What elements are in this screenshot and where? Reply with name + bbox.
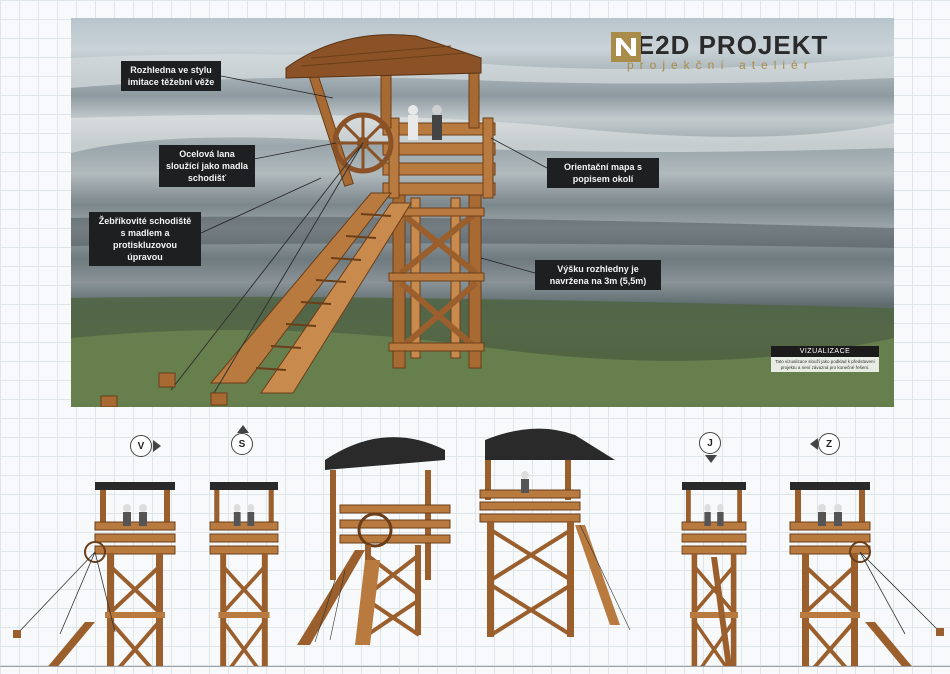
callout-orientation-map: Orientační mapa s popisem okolí [547,158,659,188]
elevation-perspective-1 [297,437,451,645]
visualization-heading: VIZUALIZACE [771,346,879,357]
hero-visualization: NE2D PROJEKT projekční ateliér Rozhledna… [71,18,894,407]
elevation-j [680,480,748,666]
elevation-v [13,480,177,666]
elevation-z [788,480,944,666]
direction-label: S [238,438,246,450]
tower-elevations [13,428,944,666]
arrow-left-icon [810,438,818,450]
brand-subtitle: projekční ateliér [627,58,814,72]
visualization-label: VIZUALIZACE Tato vizualizace slouží jako… [771,346,879,372]
arrow-down-icon [705,455,717,463]
tower-render [71,34,894,407]
ne2d-logo-icon [611,32,641,62]
elevation-perspective-2 [479,428,631,637]
visualization-note: Tato vizualizace slouží jako podklad k p… [771,357,879,372]
callout-tower-style: Rozhledna ve stylu imitace těžební věže [121,61,221,91]
direction-label: V [137,440,145,452]
brand-name: NE2D PROJEKT [617,30,829,60]
callout-steel-ropes: Ocelová lana sloužící jako madla schodiš… [159,145,255,187]
footer-divider [0,666,950,667]
arrow-right-icon [153,440,161,452]
direction-label: Z [825,438,833,450]
direction-marker-s: S [231,433,253,455]
brand-logo: NE2D PROJEKT projekční ateliér [611,32,828,72]
callout-tower-height: Výšku rozhledny je navržena na 3m (5,5m) [535,260,661,290]
elevation-s [208,480,280,666]
direction-marker-j: J [699,432,721,454]
direction-marker-z: Z [818,433,840,455]
arrow-up-icon [237,425,249,433]
direction-label: J [707,437,713,449]
direction-marker-v: V [130,435,152,457]
callout-ladder-stairs: Žebříkovité schodiště s madlem a protisk… [89,212,201,266]
